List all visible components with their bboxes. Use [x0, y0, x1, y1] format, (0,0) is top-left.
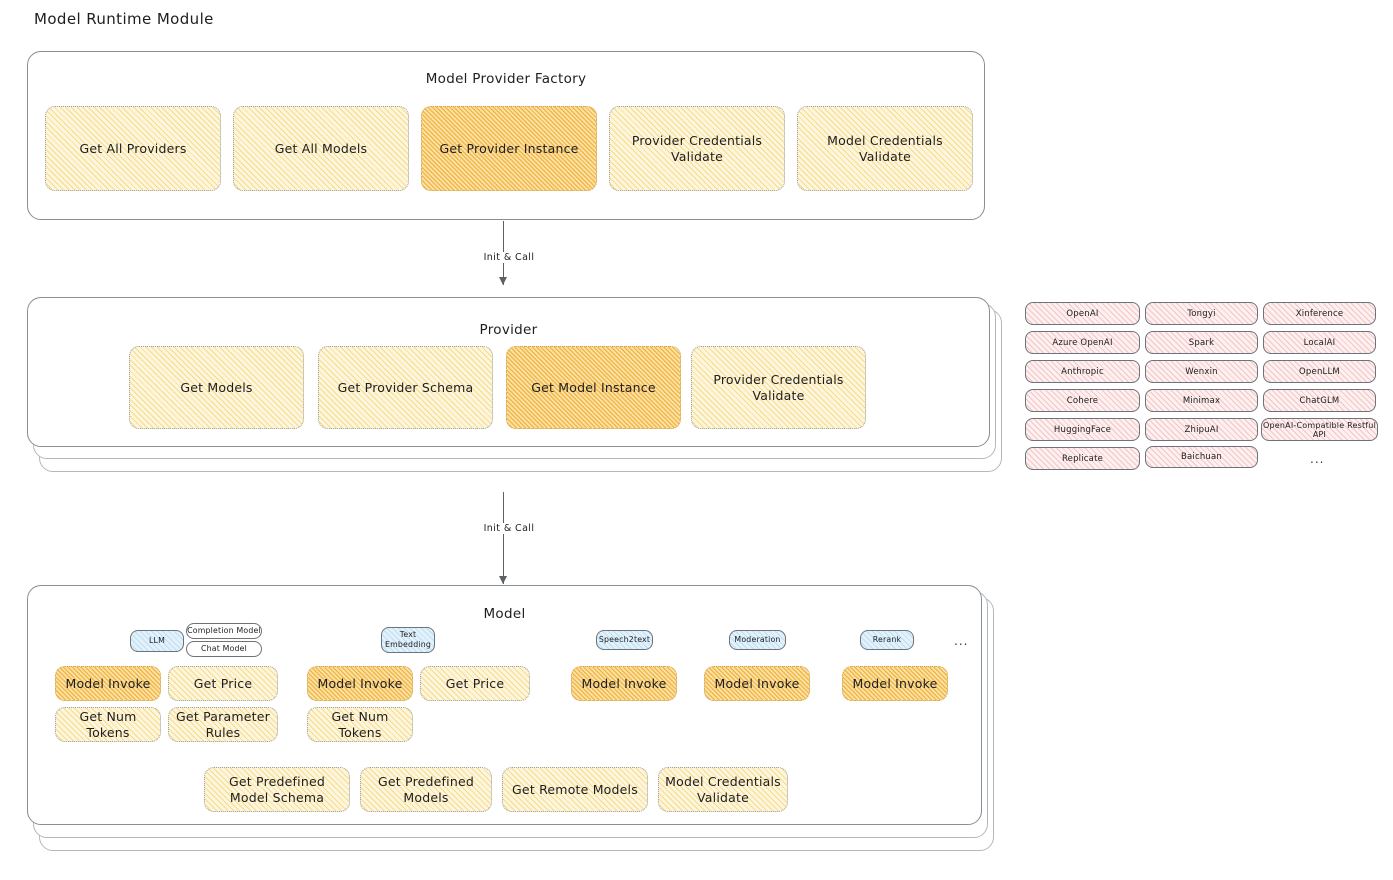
model-node-llm-get-num-tokens[interactable]: Get Num Tokens — [55, 707, 161, 742]
provider-chip-localai[interactable]: LocalAI — [1263, 331, 1376, 354]
arrow-provider-to-model-line — [503, 492, 504, 584]
provider-node-get-models[interactable]: Get Models — [129, 346, 304, 429]
arrow-provider-to-model-label: Init & Call — [465, 523, 553, 534]
provider-node-get-model-instance[interactable]: Get Model Instance — [506, 346, 681, 429]
provider-chip-tongyi[interactable]: Tongyi — [1145, 302, 1258, 325]
model-node-rerank-model-invoke[interactable]: Model Invoke — [842, 666, 948, 701]
provider-node-get-provider-schema[interactable]: Get Provider Schema — [318, 346, 493, 429]
arrow-provider-to-model-head — [499, 576, 507, 584]
provider-chip-huggingface[interactable]: HuggingFace — [1025, 418, 1140, 441]
model-node-get-predefined-models[interactable]: Get Predefined Models — [360, 767, 492, 812]
model-badge-llm[interactable]: LLM — [130, 630, 184, 652]
provider-chip-baichuan[interactable]: Baichuan — [1145, 446, 1258, 468]
model-node-text-embedding-get-num-tokens[interactable]: Get Num Tokens — [307, 707, 413, 742]
model-badge-chat-model[interactable]: Chat Model — [186, 641, 262, 657]
provider-chip-azure-openai[interactable]: Azure OpenAI — [1025, 331, 1140, 354]
model-node-text-embedding-get-price[interactable]: Get Price — [420, 666, 530, 701]
provider-chip-minimax[interactable]: Minimax — [1145, 389, 1258, 412]
provider-chip-zhipuai[interactable]: ZhipuAI — [1145, 418, 1258, 441]
factory-node-get-all-models[interactable]: Get All Models — [233, 106, 409, 191]
model-panel: Model LLM Completion Model Chat Model Mo… — [27, 585, 982, 825]
model-groups-more-ellipsis: ... — [954, 634, 969, 648]
provider-chip-cohere[interactable]: Cohere — [1025, 389, 1140, 412]
provider-chip-xinference[interactable]: Xinference — [1263, 302, 1376, 325]
provider-node-provider-credentials-validate[interactable]: Provider Credentials Validate — [691, 346, 866, 429]
factory-node-get-provider-instance[interactable]: Get Provider Instance — [421, 106, 597, 191]
arrow-factory-to-provider-head — [499, 277, 507, 285]
factory-node-get-all-providers[interactable]: Get All Providers — [45, 106, 221, 191]
arrow-factory-to-provider-label: Init & Call — [465, 252, 553, 263]
model-provider-factory-title: Model Provider Factory — [425, 71, 587, 87]
model-node-get-remote-models[interactable]: Get Remote Models — [502, 767, 648, 812]
model-badge-rerank[interactable]: Rerank — [860, 630, 914, 650]
model-badge-moderation[interactable]: Moderation — [729, 630, 786, 650]
model-node-text-embedding-model-invoke[interactable]: Model Invoke — [307, 666, 413, 701]
model-node-llm-model-invoke-hl[interactable]: Model Invoke — [55, 666, 161, 701]
factory-node-provider-credentials-validate[interactable]: Provider Credentials Validate — [609, 106, 785, 191]
model-node-llm-get-price[interactable]: Get Price — [168, 666, 278, 701]
provider-title: Provider — [479, 322, 538, 338]
model-badge-speech2text[interactable]: Speech2text — [596, 630, 653, 650]
model-node-model-credentials-validate[interactable]: Model Credentials Validate — [658, 767, 788, 812]
provider-list-more-ellipsis: ... — [1310, 452, 1325, 466]
model-provider-factory-panel: Model Provider Factory Get All Providers… — [27, 51, 985, 220]
provider-chip-openllm[interactable]: OpenLLM — [1263, 360, 1376, 383]
provider-chip-openai[interactable]: OpenAI — [1025, 302, 1140, 325]
model-badge-text-embedding[interactable]: Text Embedding — [381, 627, 435, 653]
provider-chip-chatglm[interactable]: ChatGLM — [1263, 389, 1376, 412]
model-badge-completion-model[interactable]: Completion Model — [186, 623, 262, 639]
provider-panel: Provider Get Models Get Provider Schema … — [27, 297, 990, 447]
model-node-speech2text-model-invoke[interactable]: Model Invoke — [571, 666, 677, 701]
model-node-llm-get-parameter-rules[interactable]: Get Parameter Rules — [168, 707, 278, 742]
provider-chip-anthropic[interactable]: Anthropic — [1025, 360, 1140, 383]
model-node-moderation-model-invoke[interactable]: Model Invoke — [704, 666, 810, 701]
model-node-get-predefined-model-schema[interactable]: Get Predefined Model Schema — [204, 767, 350, 812]
factory-node-model-credentials-validate[interactable]: Model Credentials Validate — [797, 106, 973, 191]
provider-chip-spark[interactable]: Spark — [1145, 331, 1258, 354]
provider-chip-wenxin[interactable]: Wenxin — [1145, 360, 1258, 383]
model-title: Model — [483, 606, 526, 622]
provider-chip-openai-compatible-restful-api[interactable]: OpenAI-Compatible Restful API — [1261, 418, 1378, 441]
provider-chip-replicate[interactable]: Replicate — [1025, 447, 1140, 470]
page-title: Model Runtime Module — [34, 10, 214, 28]
